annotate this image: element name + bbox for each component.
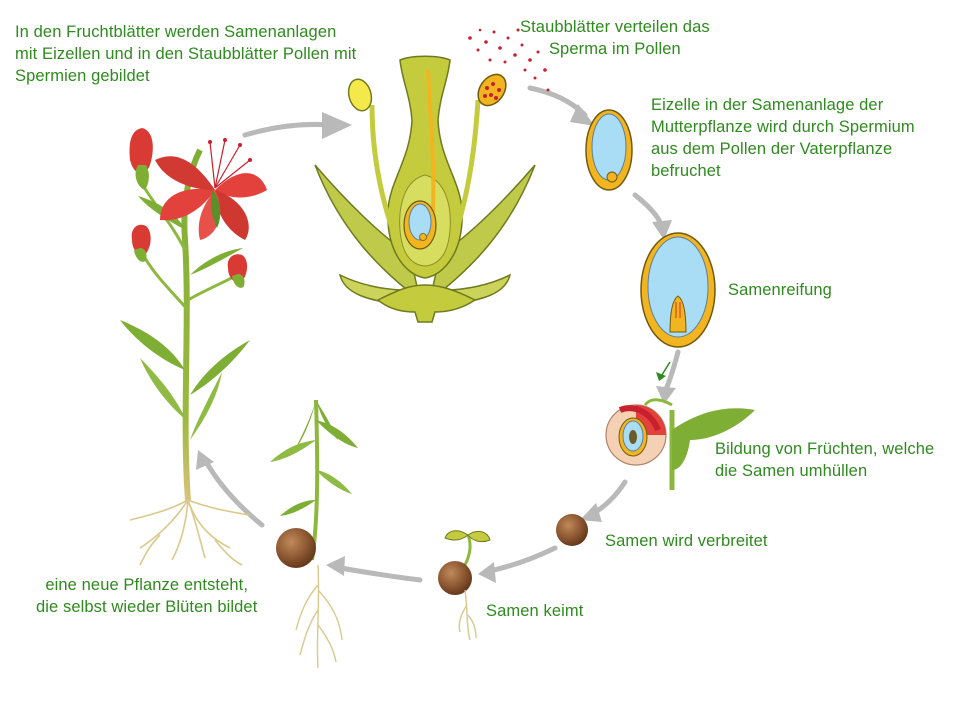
label-line: die Samen umhüllen [715,462,868,480]
young-plant [270,399,358,669]
label-line: eine neue Pflanze entsteht, [45,576,249,594]
anther-left [347,78,373,112]
cycle-arrows [202,85,681,583]
label-line: die selbst wieder Blüten bildet [36,598,258,616]
flower-bud-top [129,128,153,190]
seed-dispersed [556,514,588,546]
ripening-seed [640,232,716,348]
label-fruit: Bildung von Früchten, welche die Samen u… [715,438,934,482]
label-ripening: Samenreifung [728,279,832,301]
label-line: Spermien gebildet [15,67,150,85]
fertilized-egg-cell [585,109,633,191]
label-line: befruchet [651,162,721,180]
label-line: mit Eizellen und in den Staubblätter Pol… [15,45,357,63]
flower-bud-right [227,254,248,288]
label-line: Samenreifung [728,281,832,299]
arrow-heads [196,104,676,583]
arrow-plant-to-flower [242,121,333,138]
label-line: Samen keimt [486,602,584,620]
germinating-seed [438,530,491,641]
label-stamens: Staubblätter verteilen das Sperma im Pol… [520,16,710,60]
red-flower [155,138,267,240]
label-line: aus dem Pollen der Vaterpflanze [651,140,893,158]
label-germination: Samen keimt [486,600,583,622]
pollen-dots [468,28,550,92]
label-dispersal: Samen wird verbreitet [605,530,768,552]
label-line: In den Fruchtblätter werden Samenanlagen [15,23,337,41]
arrow-seed-to-germ [482,545,558,575]
label-carpels: In den Fruchtblätter werden Samenanlagen… [15,21,356,87]
label-line: Samen wird verbreitet [605,532,768,550]
fruit-section [605,398,755,490]
arrow-germ-to-new [332,564,423,583]
label-fertilization: Eizelle in der Samenanlage der Mutterpfl… [651,94,915,182]
arrow-ripening-to-fruit [662,349,681,395]
label-line: Bildung von Früchten, welche [715,440,935,458]
flowering-plant [120,128,267,566]
flower-bud-mid [131,224,151,262]
label-line: Sperma im Pollen [548,40,681,58]
label-line: Eizelle in der Samenanlage der [651,96,884,114]
flower-cross-section [314,28,550,323]
label-new-plant: eine neue Pflanze entsteht, die selbst w… [36,574,257,618]
label-line: Staubblätter verteilen das [520,18,710,36]
arrow-new-to-plant [202,457,265,528]
label-line: Mutterpflanze wird durch Spermium [651,118,915,136]
